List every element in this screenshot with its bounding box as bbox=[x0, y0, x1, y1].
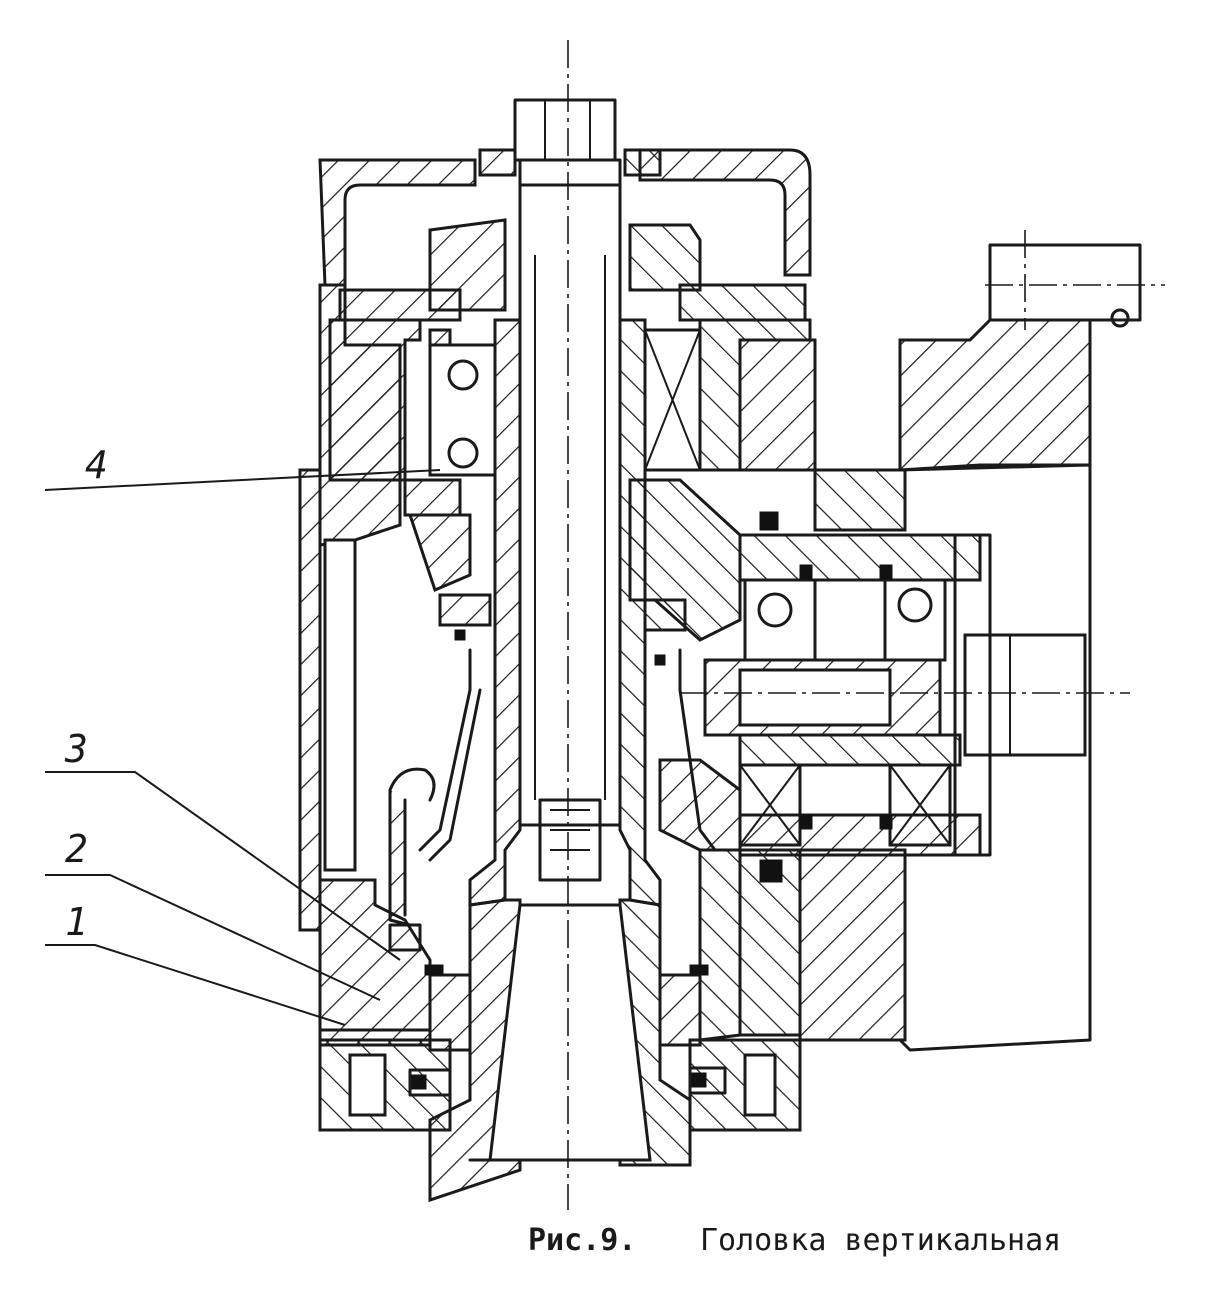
seals bbox=[411, 629, 709, 1090]
callout-label-1: 1 bbox=[65, 900, 88, 944]
upper-gear-right bbox=[628, 223, 812, 472]
upper-gear-left bbox=[328, 218, 507, 517]
figure-title: Головка вертикальная bbox=[700, 1223, 1061, 1258]
spindle-top-stub bbox=[478, 98, 662, 187]
bevel-gears bbox=[407, 478, 742, 852]
lower-housing-left bbox=[318, 878, 472, 1132]
coolant-hose bbox=[388, 648, 717, 952]
worm-assembly bbox=[680, 511, 1130, 883]
lower-housing-right bbox=[658, 848, 802, 1132]
figure-number: Рис.9. bbox=[528, 1223, 636, 1258]
leader-lines bbox=[44, 469, 441, 1026]
side-gearbox bbox=[738, 230, 1165, 1052]
spindle-shaft bbox=[518, 183, 622, 882]
quill-sleeve bbox=[428, 318, 692, 1203]
callout-label-4: 4 bbox=[85, 443, 108, 487]
callout-label-3: 3 bbox=[64, 727, 88, 771]
callout-label-2: 2 bbox=[65, 827, 88, 871]
